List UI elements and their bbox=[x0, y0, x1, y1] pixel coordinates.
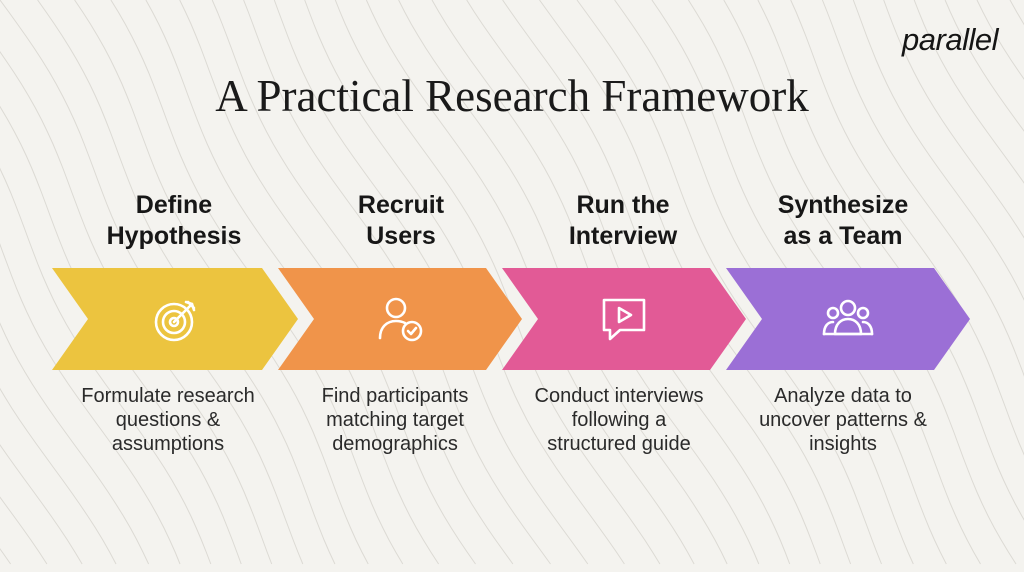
step-2-description: Find participants matching target demogr… bbox=[321, 385, 469, 455]
step-2-chevron bbox=[278, 268, 522, 370]
video-chat-icon bbox=[598, 294, 650, 346]
step-1-description: Formulate research questions & assumptio… bbox=[81, 385, 255, 455]
step-2-title: Recruit Users bbox=[357, 191, 445, 250]
step-4-title: Synthesize as a Team bbox=[777, 191, 909, 250]
step-3-description: Conduct interviews following a structure… bbox=[534, 385, 704, 455]
page-title: A Practical Research Framework bbox=[215, 71, 809, 121]
step-1-title: Define Hypothesis bbox=[106, 191, 242, 250]
brand-logo: parallel bbox=[902, 22, 998, 57]
user-check-icon bbox=[374, 294, 426, 346]
target-icon bbox=[150, 294, 202, 346]
step-3-title: Run the Interview bbox=[568, 191, 678, 250]
step-4-description: Analyze data to uncover patterns & insig… bbox=[759, 385, 927, 455]
team-icon bbox=[822, 294, 874, 346]
